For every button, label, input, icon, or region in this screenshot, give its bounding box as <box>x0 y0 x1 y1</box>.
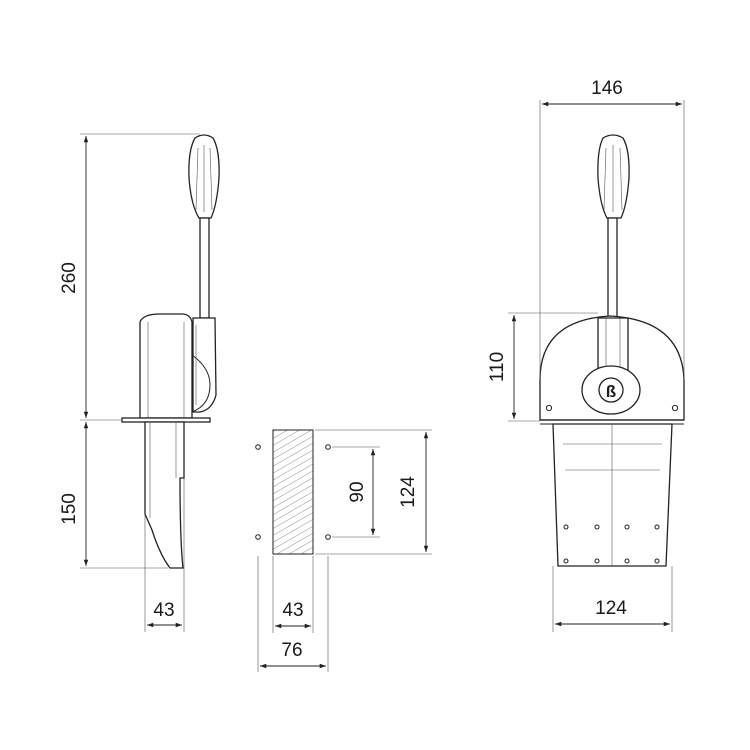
logo-mark: ß <box>606 382 616 401</box>
front-lower-body <box>552 423 673 567</box>
side-housing <box>139 313 211 419</box>
dimension-146: 146 <box>539 78 685 380</box>
dimension-76-label: 76 <box>281 640 302 661</box>
dimension-76: 76 <box>257 556 329 672</box>
screw <box>545 404 553 412</box>
dimension-cutout-43: 43 <box>272 556 314 633</box>
side-lever-shaft <box>199 217 210 319</box>
dimension-front-124-label: 124 <box>595 598 627 619</box>
dimension-260-label: 260 <box>59 262 80 294</box>
mounting-hole <box>255 444 261 450</box>
dimension-front-124: 124 <box>552 566 673 632</box>
screw <box>671 404 679 412</box>
dimension-90: 90 <box>332 446 380 538</box>
dimension-cutout-124: 124 <box>315 429 432 555</box>
dimension-150: 150 <box>59 422 168 569</box>
dimension-110-label: 110 <box>487 352 508 382</box>
dimension-cutout-124-label: 124 <box>398 476 419 508</box>
front-handle-grip <box>597 134 630 219</box>
side-view: 260 150 43 <box>59 133 220 632</box>
front-view: ß <box>487 78 685 632</box>
dimension-146-label: 146 <box>591 78 623 99</box>
mounting-hole <box>255 534 261 540</box>
dimension-cutout-43-label: 43 <box>282 600 303 621</box>
side-handle-grip <box>188 134 220 219</box>
side-lower-body <box>144 421 185 569</box>
vent-holes <box>563 524 660 564</box>
mounting-hole <box>325 534 331 540</box>
cutout-template: 43 76 90 124 <box>255 429 432 672</box>
dimension-side-43: 43 <box>144 478 185 632</box>
dimension-90-label: 90 <box>347 481 368 502</box>
front-lever-arm: ß <box>581 317 641 415</box>
side-lever-arm <box>192 317 217 413</box>
dimension-150-label: 150 <box>59 493 80 525</box>
cutout-rect <box>272 429 314 555</box>
dimension-260: 260 <box>59 133 200 421</box>
dimension-side-43-label: 43 <box>153 600 174 621</box>
front-lever-shaft <box>607 217 618 319</box>
mounting-hole <box>325 444 331 450</box>
mounting-holes <box>255 444 331 540</box>
dimension-110: 110 <box>487 312 598 422</box>
